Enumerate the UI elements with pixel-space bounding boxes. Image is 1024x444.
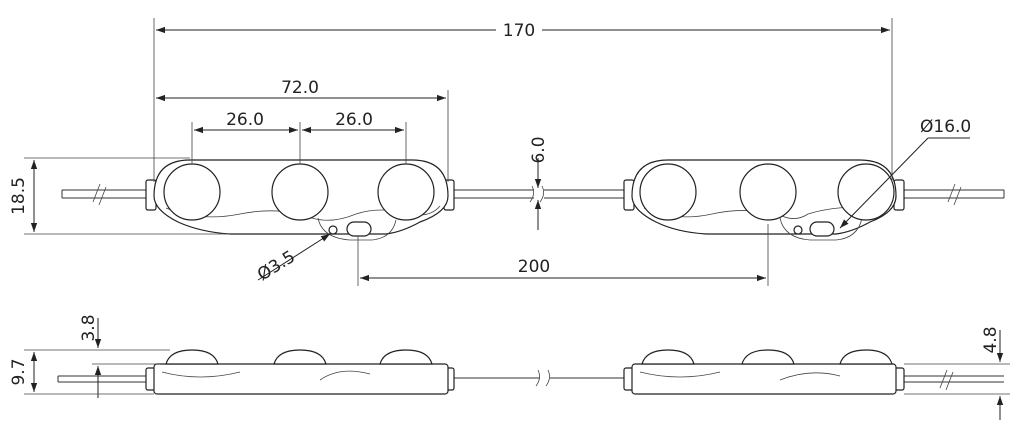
led-lens-1: [163, 163, 221, 221]
dim-hole-diameter-label: Ø3.5: [254, 247, 299, 285]
dim-module-length: 72.0: [156, 78, 449, 182]
dim-lens-height-label: 3.8: [79, 314, 99, 341]
dim-lens-diameter: Ø16.0: [839, 117, 971, 229]
dim-hole-diameter: Ø3.5: [254, 233, 331, 285]
mounting-hole-2: [793, 225, 803, 235]
dim-total-length: 170: [153, 18, 893, 182]
mounting-slot: [346, 221, 372, 237]
module-1-side: [145, 349, 455, 395]
dim-lens-height: 3.8: [79, 314, 170, 398]
dim-total-length-label: 170: [503, 21, 535, 41]
module-1-top: [145, 159, 455, 241]
dim-total-height: 9.7: [9, 349, 154, 395]
dim-module-height: 18.5: [9, 157, 230, 235]
top-view: 170 72.0 26.0 26.0 6.0 Ø16.0: [9, 18, 1005, 286]
dim-lens-diameter-label: Ø16.0: [920, 117, 971, 137]
mounting-hole: [328, 225, 338, 235]
right-wire-ends: [900, 183, 1005, 206]
dim-wire-gap-label: 6.0: [529, 136, 549, 163]
dim-module-spacing-label: 200: [518, 257, 550, 277]
left-wire-ends: [61, 183, 150, 206]
led-lens-2: [271, 163, 329, 221]
middle-wire: [452, 185, 628, 203]
dim-body-height: 4.8: [904, 326, 1010, 420]
dim-module-spacing: 200: [357, 224, 769, 286]
led-lens-3: [377, 163, 435, 221]
dim-wire-gap: 6.0: [529, 136, 549, 230]
dim-module-height-label: 18.5: [9, 177, 29, 215]
led-lens-5: [739, 163, 797, 221]
led-lens-6: [837, 163, 895, 221]
dim-total-height-label: 9.7: [9, 358, 29, 385]
dim-led-pitch-right-label: 26.0: [335, 110, 373, 130]
side-view: 3.8 9.7 4.8: [9, 314, 1010, 420]
dim-module-length-label: 72.0: [281, 78, 319, 98]
led-lens-4: [639, 163, 697, 221]
dim-led-pitch: 26.0 26.0: [191, 110, 407, 164]
mounting-slot-2: [809, 221, 835, 237]
module-2-top: [623, 159, 905, 241]
dim-led-pitch-left-label: 26.0: [226, 110, 264, 130]
module-2-side: [623, 349, 905, 395]
dim-body-height-label: 4.8: [981, 326, 1001, 353]
